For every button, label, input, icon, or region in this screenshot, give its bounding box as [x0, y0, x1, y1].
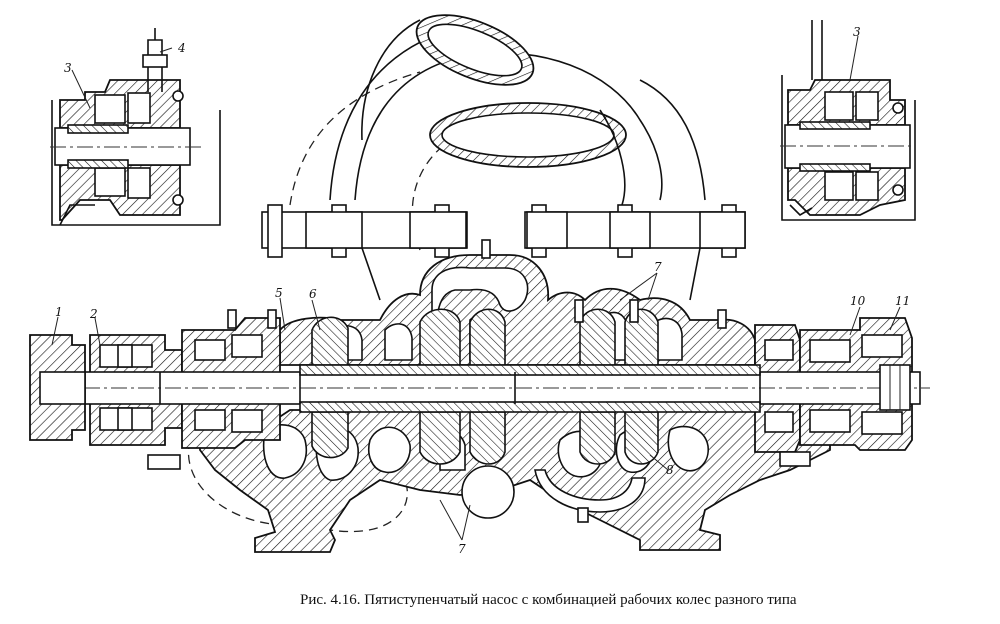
callout-8: 8 [666, 463, 674, 477]
right-seal-inset [780, 20, 916, 221]
coupling-half [29, 334, 86, 441]
callout-10: 10 [850, 294, 866, 308]
callout-11: 11 [895, 294, 910, 308]
callout-5: 5 [275, 286, 283, 300]
callout-4: 4 [177, 41, 186, 55]
callout-7-top: 7 [654, 260, 662, 274]
callout-1: 1 [55, 305, 63, 319]
callout-2: 2 [89, 307, 98, 321]
figure-caption: Рис. 4.16. Пятиступенчатый насос с комби… [300, 592, 797, 608]
outlet-elbows [361, 14, 627, 206]
callout-6: 6 [309, 287, 317, 301]
pump-shaft [30, 364, 930, 413]
callout-numbers: 1 2 3 3 4 5 6 7 7 8 10 11 [55, 25, 910, 556]
top-flanges [261, 204, 746, 301]
left-seal-inset [50, 28, 221, 226]
casing-bolts [227, 239, 727, 523]
impellers [311, 308, 659, 465]
callout-3-left: 3 [64, 61, 72, 75]
callout-3-right: 3 [853, 25, 861, 39]
callout-7-bottom: 7 [458, 542, 466, 556]
leader-lines [51, 272, 901, 541]
